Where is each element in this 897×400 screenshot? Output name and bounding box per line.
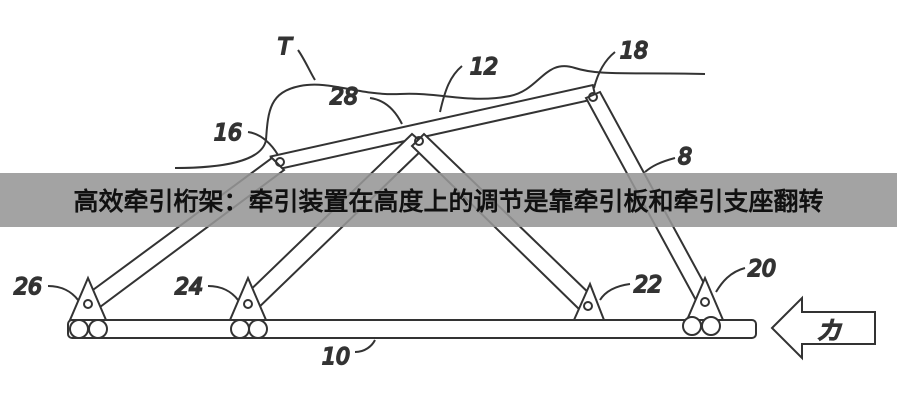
- leader-16: [247, 131, 279, 156]
- leader-t: [297, 49, 316, 81]
- leader-18: [593, 51, 616, 89]
- label-24: 24: [175, 275, 203, 300]
- support-26: [68, 275, 108, 339]
- support-22: [572, 281, 606, 321]
- support-20: [682, 275, 725, 336]
- label-26: 26: [14, 275, 42, 300]
- force-arrow: [770, 295, 876, 361]
- leader-26: [47, 285, 79, 301]
- leader-24: [207, 285, 239, 301]
- label-28: 28: [330, 85, 358, 110]
- label-force: 力: [818, 319, 842, 344]
- leader-20: [715, 267, 746, 293]
- leader-8: [644, 157, 676, 173]
- base-bar-10: [67, 319, 757, 339]
- label-20: 20: [748, 257, 776, 282]
- label-10: 10: [322, 345, 350, 370]
- label-12: 12: [470, 55, 498, 80]
- label-18: 18: [620, 39, 648, 64]
- label-t: T: [278, 35, 293, 60]
- leader-28: [369, 97, 403, 125]
- leader-22: [599, 283, 631, 301]
- leader-12: [439, 65, 463, 113]
- support-24: [228, 275, 268, 339]
- label-22: 22: [634, 273, 662, 298]
- label-16: 16: [214, 121, 242, 146]
- leader-10: [354, 339, 376, 353]
- caption-text: 高效牵引桁架：牵引装置在高度上的调节是靠牵引板和牵引支座翻转: [73, 187, 824, 216]
- caption-banner: 高效牵引桁架：牵引装置在高度上的调节是靠牵引板和牵引支座翻转: [0, 173, 897, 227]
- label-8: 8: [678, 145, 692, 170]
